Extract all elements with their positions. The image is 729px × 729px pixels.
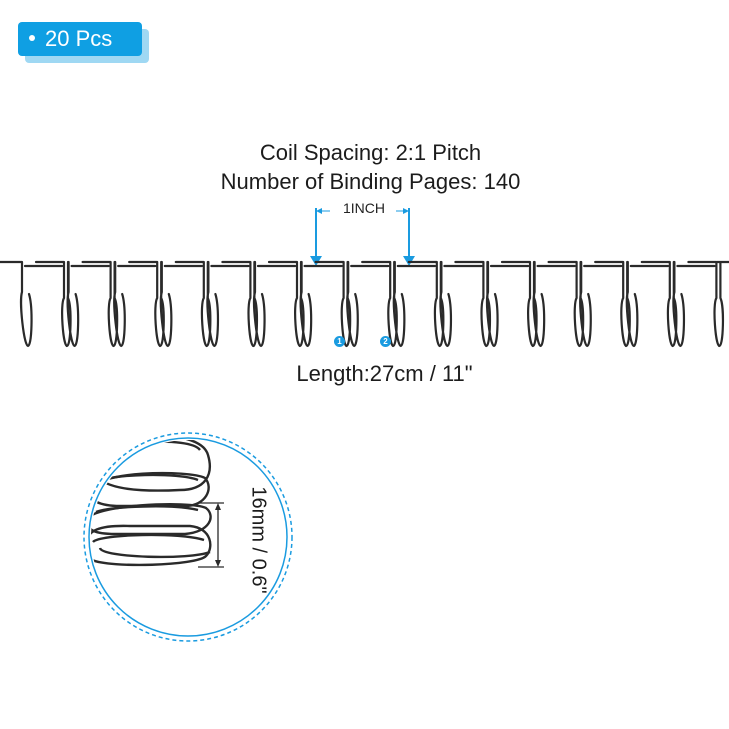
pitch-label: 1INCH: [342, 200, 385, 216]
binding-pages-text: Number of Binding Pages: 140: [220, 169, 521, 194]
badge-dot-icon: [29, 35, 35, 42]
detail-inner-ring: [88, 437, 288, 637]
coil-spacing-text: Coil Spacing: 2:1 Pitch: [259, 140, 482, 165]
wire-coil-strip: [0, 260, 729, 348]
pitch-marker-1: 1: [334, 336, 345, 347]
quantity-text: 20 Pcs: [45, 26, 113, 51]
length-text: Length:27cm / 11": [296, 361, 473, 386]
dimension-bracket-icon: [198, 502, 224, 568]
pitch-arrow-icon: [310, 208, 415, 266]
coil-closeup: [91, 440, 212, 567]
diameter-label: 16mm / 0.6": [247, 486, 270, 594]
detail-outer-ring: [83, 432, 293, 642]
coil-wire-path: [0, 260, 729, 348]
pitch-marker-2: 2: [380, 336, 391, 347]
quantity-badge: 20 Pcs: [18, 22, 142, 56]
